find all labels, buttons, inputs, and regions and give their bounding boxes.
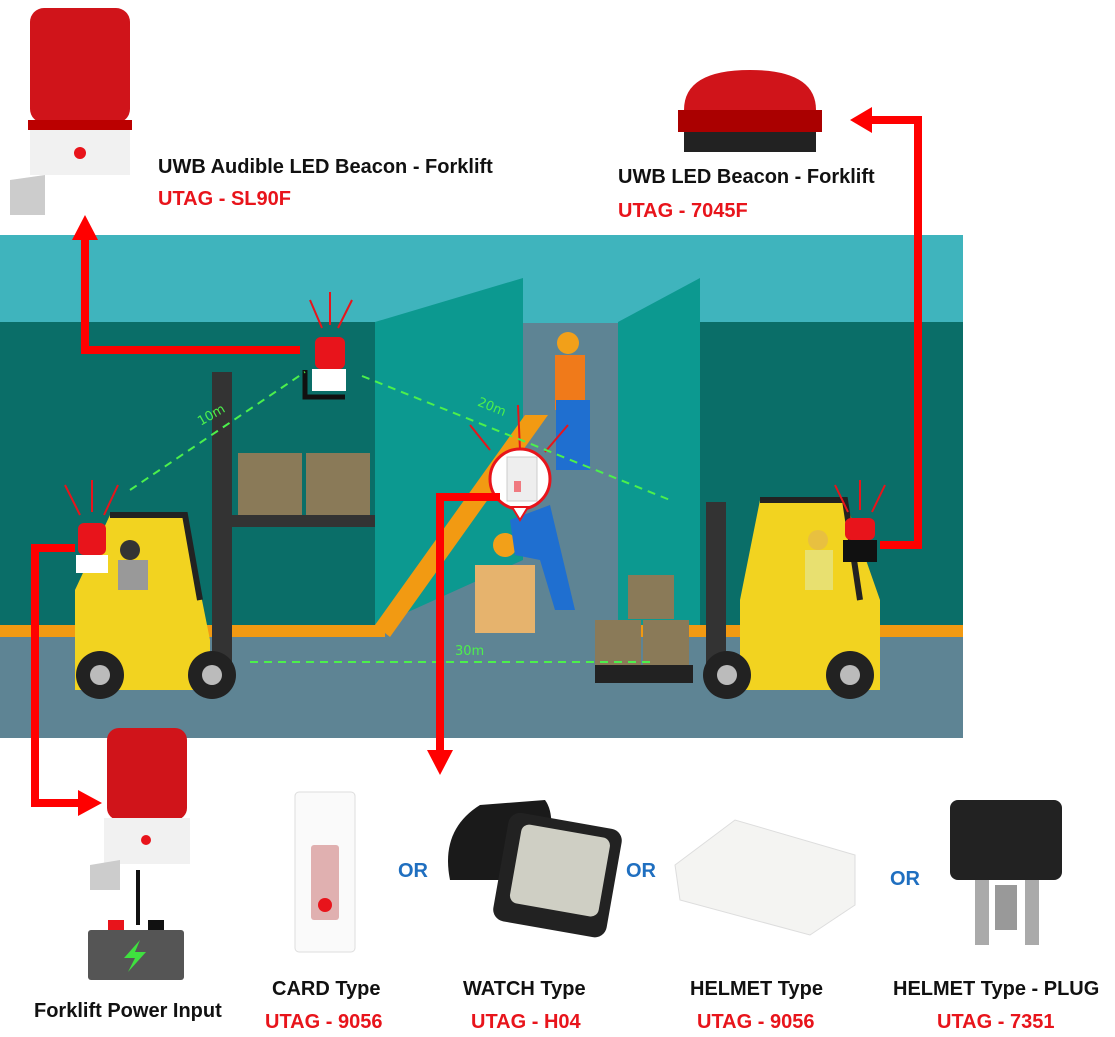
tag-type-card: CARD Type bbox=[272, 978, 381, 1000]
range-lines bbox=[129, 371, 671, 663]
tag-type-helmet-plug: HELMET Type - PLUG bbox=[893, 978, 1100, 1000]
led-beacon-title: UWB LED Beacon - Forklift bbox=[618, 166, 875, 188]
led-beacon-model: UTAG - 7045F bbox=[618, 200, 748, 222]
plug-tag-product bbox=[950, 800, 1062, 945]
tag-type-helmet: HELMET Type bbox=[690, 978, 823, 1000]
audible-beacon-product bbox=[10, 8, 132, 215]
tag-model-helmet: UTAG - 9056 bbox=[697, 1011, 815, 1033]
box bbox=[238, 453, 302, 515]
card-tag-product bbox=[294, 791, 356, 953]
tag-model-helmet-plug: UTAG - 7351 bbox=[937, 1011, 1055, 1033]
tag-model-card: UTAG - 9056 bbox=[265, 1011, 383, 1033]
worker-lifting bbox=[475, 505, 575, 633]
bottom-beacon-product bbox=[90, 728, 190, 925]
battery-icon bbox=[88, 920, 184, 980]
helmet-tag-product bbox=[674, 819, 856, 936]
arrow-head bbox=[72, 215, 98, 240]
forklift-left bbox=[75, 372, 236, 699]
or-label: OR bbox=[626, 860, 656, 882]
red-connectors bbox=[31, 116, 922, 807]
tag-type-watch: WATCH Type bbox=[463, 978, 586, 1000]
arrow-head bbox=[427, 750, 453, 775]
audible-beacon-title: UWB Audible LED Beacon - Forklift bbox=[158, 156, 493, 178]
left-aisle-wall bbox=[375, 278, 523, 627]
or-label: OR bbox=[398, 860, 428, 882]
worker-standing bbox=[555, 332, 590, 470]
box bbox=[306, 453, 370, 515]
or-label: OR bbox=[890, 868, 920, 890]
shelf bbox=[220, 515, 375, 527]
beacon-center bbox=[302, 292, 353, 400]
beacon-right-forklift bbox=[834, 480, 886, 562]
arrow-head bbox=[78, 790, 102, 816]
tag-callout bbox=[469, 404, 569, 522]
watch-tag-product bbox=[448, 800, 622, 938]
power-input-label: Forklift Power Input bbox=[34, 1000, 222, 1022]
distance-label-30m: 30m bbox=[455, 644, 485, 659]
beacon-left-forklift bbox=[64, 480, 119, 573]
led-beacon-product bbox=[678, 70, 822, 152]
audible-beacon-model: UTAG - SL90F bbox=[158, 188, 291, 210]
arrow-head bbox=[850, 107, 872, 133]
tag-model-watch: UTAG - H04 bbox=[471, 1011, 581, 1033]
